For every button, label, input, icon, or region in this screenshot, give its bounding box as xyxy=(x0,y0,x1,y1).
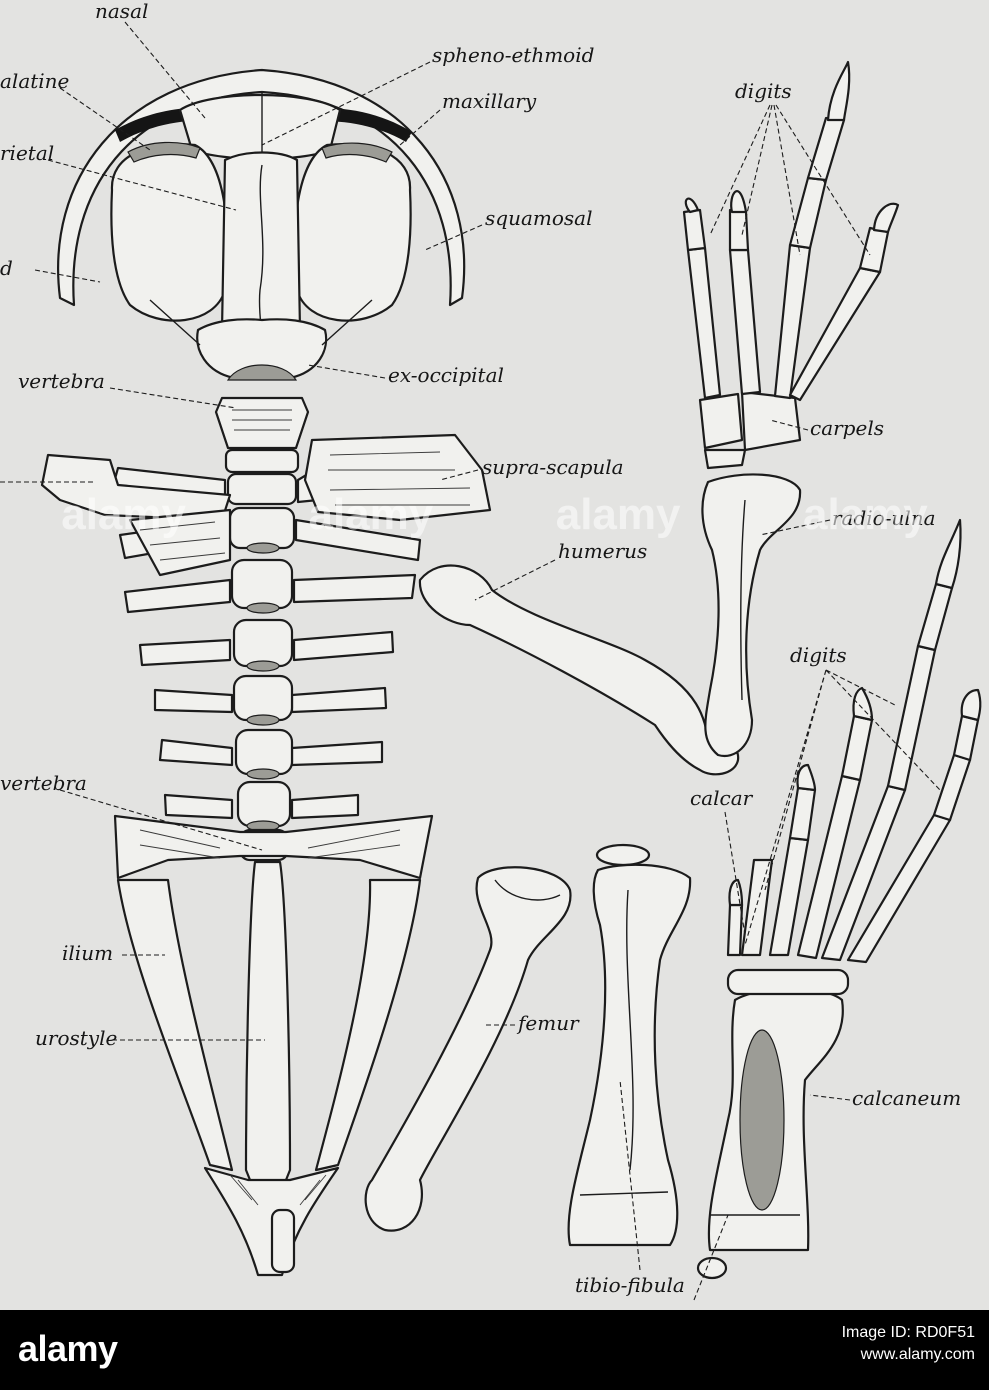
skeleton-diagram: nasal alatine spheno-ethmoid maxillary r… xyxy=(0,0,982,1301)
footer-bar: alamy Image ID: RD0F51 www.alamy.com xyxy=(0,1310,989,1390)
label-digits-hand: digits xyxy=(735,79,792,103)
supra-scapula-right xyxy=(303,433,492,522)
orbit-left xyxy=(110,143,229,322)
footer-image-info: Image ID: RD0F51 www.alamy.com xyxy=(842,1322,975,1366)
transverse-process-6l xyxy=(158,738,234,767)
atlas-vertebra xyxy=(214,396,310,450)
radio-ulna-bone xyxy=(701,473,802,758)
transverse-process-6r xyxy=(290,740,384,767)
transverse-process-3l xyxy=(123,578,232,614)
label-carpels: carpels xyxy=(810,416,884,440)
toe-tip-4 xyxy=(960,688,982,722)
transverse-process-2r xyxy=(294,518,422,562)
forelimb xyxy=(682,60,900,758)
tarsal-small xyxy=(696,1256,728,1280)
transverse-process-4r xyxy=(292,630,395,662)
humerus-group xyxy=(418,564,740,776)
transverse-process-3r xyxy=(292,573,417,604)
label-nasal: nasal xyxy=(95,0,148,23)
label-squamosal: squamosal xyxy=(485,206,592,230)
leader-lines xyxy=(0,21,941,1301)
finger-tip-2 xyxy=(730,190,748,214)
label-digits-foot: digits xyxy=(790,643,847,667)
label-supra-scapula: supra-scapula xyxy=(482,455,624,479)
finger-tip-1 xyxy=(684,197,700,214)
orbit-right xyxy=(293,143,412,322)
label-ilium: ilium xyxy=(62,941,113,965)
transverse-process-7l xyxy=(163,793,234,820)
label-maxillary: maxillary xyxy=(442,89,537,113)
label-sacral-vertebra: vertebra xyxy=(0,771,87,795)
image-id-text: Image ID: RD0F51 xyxy=(841,1324,975,1341)
ex-occipital-bone xyxy=(196,318,328,380)
label-ex-occipital: ex-occipital xyxy=(388,363,504,387)
finger-tip-3 xyxy=(826,60,851,122)
label-pterygoid: d xyxy=(0,256,13,280)
alamy-logo: alamy xyxy=(18,1328,118,1369)
calcar-spur xyxy=(728,878,744,907)
femur-group xyxy=(364,866,572,1232)
label-urostyle: urostyle xyxy=(35,1026,117,1050)
sacrum xyxy=(113,814,434,880)
carpel-3 xyxy=(703,448,747,470)
ilium-right xyxy=(314,878,422,1172)
metacarpal-1 xyxy=(686,246,722,400)
transverse-process-4l xyxy=(138,638,232,667)
nasal-bone xyxy=(178,93,342,161)
label-spheno-ethmoid: spheno-ethmoid xyxy=(432,43,594,67)
labels: nasal alatine spheno-ethmoid maxillary r… xyxy=(0,0,961,1297)
transverse-process-5l xyxy=(153,688,234,714)
metacarpal-2 xyxy=(728,248,762,396)
tibio-fibula-bone xyxy=(567,863,692,1247)
foramen xyxy=(226,364,298,381)
toe-tip-2 xyxy=(796,763,817,792)
label-humerus: humerus xyxy=(558,539,647,563)
tibio-fibula-group xyxy=(567,843,692,1247)
label-tibio-fibula: tibio-fibula xyxy=(575,1273,685,1297)
label-first-vertebra: vertebra xyxy=(18,369,105,393)
frog-skeleton-plate: nasal alatine spheno-ethmoid maxillary r… xyxy=(0,0,982,1301)
label-radio-ulna: radio-ulna xyxy=(832,506,936,530)
label-calcaneum: calcaneum xyxy=(852,1086,961,1110)
finger-tip-4 xyxy=(872,202,900,234)
carpel-1 xyxy=(698,392,744,450)
site-url-text: www.alamy.com xyxy=(860,1346,975,1363)
label-palatine: alatine xyxy=(0,69,69,93)
tibiale-cap xyxy=(595,843,651,867)
femur-bone xyxy=(364,866,572,1232)
toe-tip-3 xyxy=(852,686,874,722)
urostyle-bone xyxy=(244,860,292,1207)
humerus-bone xyxy=(418,564,740,776)
label-femur: femur xyxy=(516,1011,580,1035)
transverse-process-5r xyxy=(290,686,388,714)
pelvic-girdle xyxy=(113,814,434,1277)
skull xyxy=(57,68,466,381)
transverse-process-7r xyxy=(290,793,360,820)
maxillary-shade-right xyxy=(321,142,393,163)
ilium-left xyxy=(116,878,234,1172)
label-parietal: rietal xyxy=(0,141,54,165)
label-calcar: calcar xyxy=(690,786,754,810)
scapula-left xyxy=(128,508,232,577)
toe-tip-long xyxy=(934,518,962,590)
pectoral-girdle xyxy=(40,433,492,577)
carpel-2 xyxy=(740,390,802,452)
vertebral-column xyxy=(110,396,422,862)
